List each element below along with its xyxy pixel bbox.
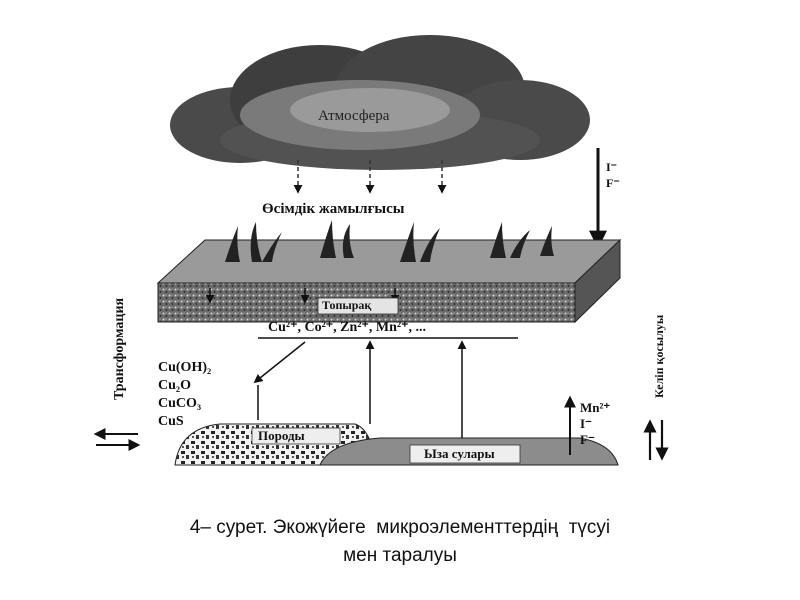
compound-4: CuS [158,414,184,429]
inflow-label: Келіп қосылуы [652,314,666,398]
top-right-ion-2: F⁻ [606,176,620,190]
caption-line-2: мен таралуы [343,545,457,566]
uptake-arrows [253,340,467,438]
rocks-label: Породы [258,428,305,443]
exchange-arrows-left [93,428,141,451]
atmosphere-cloud [170,35,590,170]
right-ion-3: F⁻ [580,432,595,447]
rocks-label-box [251,427,341,445]
vegetation-grass [225,220,554,262]
vegetation-label: Өсімдік жамылғысы [262,201,405,217]
compound-2: Cu₂O [158,378,191,393]
compound-3: CuCO₃ [158,396,202,411]
atmosphere-label: Атмосфера [318,108,390,124]
groundwater-label: Ыза сулары [424,446,495,461]
top-right-ion-1: I⁻ [606,160,618,174]
right-ion-1: Mn²⁺ [580,400,611,415]
deposition-arrows [293,160,447,194]
caption-line-1: 4– сурет. Экожүйеге микроэлементтердің т… [189,517,611,538]
right-ion-2: I⁻ [580,416,592,431]
exchange-arrows-right [643,419,669,461]
groundwater-label-box [409,444,521,464]
compound-1: Cu(OH)₂ [158,360,212,375]
ions-label: Cu²⁺, Co²⁺, Zn²⁺, Mn²⁺, ... [268,320,426,335]
soil-label-box [317,297,399,315]
soil-label: Топырақ [322,298,372,312]
transformation-label: Трансформация [112,297,127,400]
figure-caption: 4– сурет. Экожүйеге микроэлементтердің т… [0,514,800,570]
